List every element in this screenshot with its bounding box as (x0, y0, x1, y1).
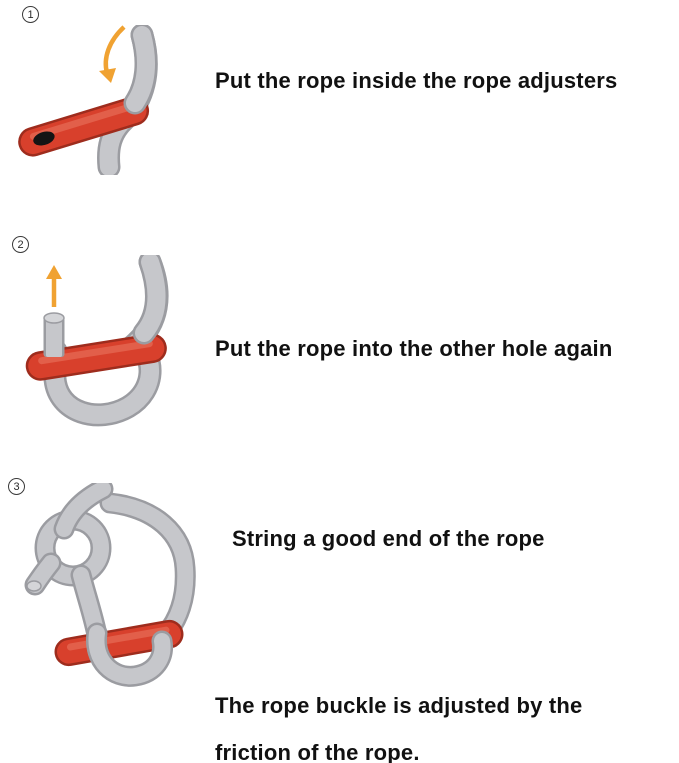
step-2-illustration (25, 255, 169, 427)
rope-front (123, 25, 158, 115)
step-1-illustration (18, 25, 158, 175)
step-1-number-label: 1 (27, 8, 34, 21)
step-1-number: 1 (22, 6, 39, 23)
step-3-number-label: 3 (13, 480, 20, 493)
step-2-caption: Put the rope into the other hole again (215, 336, 613, 361)
rope-bottom-loop (86, 622, 173, 687)
rope-right-sweep (99, 492, 196, 646)
footer-note-line-1: The rope buckle is adjusted by the (215, 693, 583, 718)
step-3-caption: String a good end of the rope (232, 526, 545, 551)
rope-front (132, 255, 169, 345)
up-arrow-icon (46, 265, 62, 307)
rope-end (43, 312, 65, 357)
footer-note-line-2: friction of the rope. (215, 740, 420, 763)
step-2-number: 2 (12, 236, 29, 253)
step-3-illustration (24, 483, 196, 687)
down-arrow-icon (99, 25, 126, 83)
step-2-number-label: 2 (17, 238, 24, 251)
rope-adjuster (25, 333, 167, 381)
rope-adjuster (18, 96, 150, 157)
step-1-caption: Put the rope inside the rope adjusters (215, 68, 618, 93)
step-3-number: 3 (8, 478, 25, 495)
footer-note: The rope buckle is adjusted by the frict… (215, 682, 582, 763)
rope-knot (24, 483, 114, 646)
